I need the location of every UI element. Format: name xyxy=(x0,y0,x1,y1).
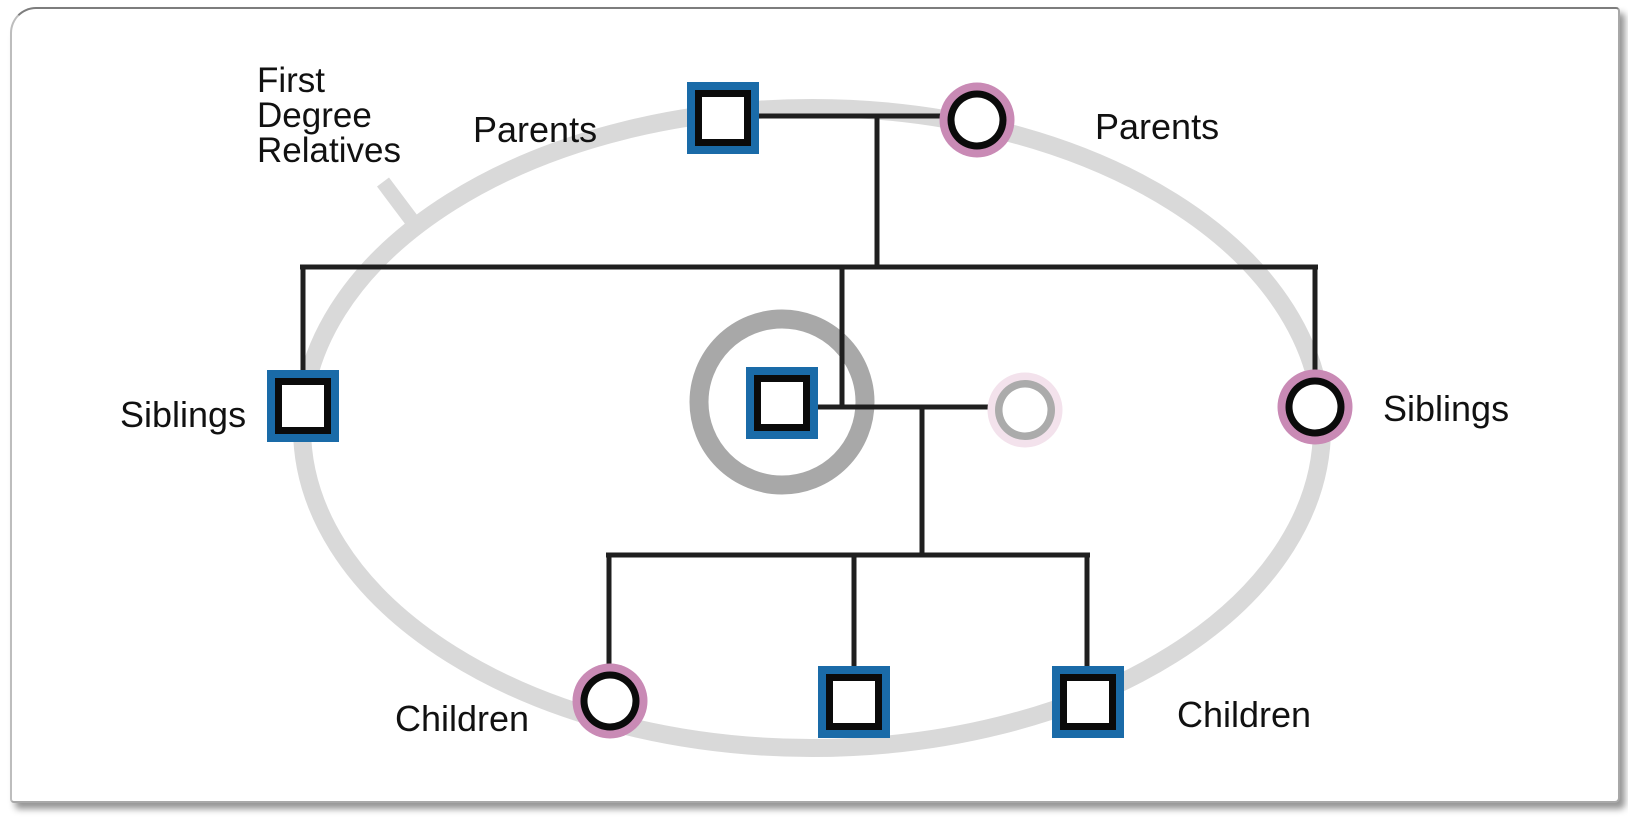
proband-ring xyxy=(689,309,875,495)
person-daughter xyxy=(572,663,648,739)
label-siblings-left: Siblings xyxy=(120,394,247,435)
person-father xyxy=(687,82,759,154)
label-siblings-right: Siblings xyxy=(1383,388,1510,429)
person-proband xyxy=(746,367,818,439)
person-son-2 xyxy=(1052,666,1124,738)
ellipse-callout-tick xyxy=(377,177,422,231)
pedigree-lines xyxy=(300,113,1318,669)
label-parents-right: Parents xyxy=(1095,106,1220,147)
person-mother xyxy=(939,82,1015,158)
label-children-left: Children xyxy=(395,698,530,739)
person-sister xyxy=(1277,369,1353,445)
label-children-right: Children xyxy=(1177,694,1312,735)
person-brother xyxy=(267,370,339,442)
label-parents-left: Parents xyxy=(473,109,598,150)
person-partner-faded xyxy=(987,372,1063,448)
person-son-1 xyxy=(818,666,890,738)
label-first-degree-relatives: First Degree Relatives xyxy=(257,61,401,170)
